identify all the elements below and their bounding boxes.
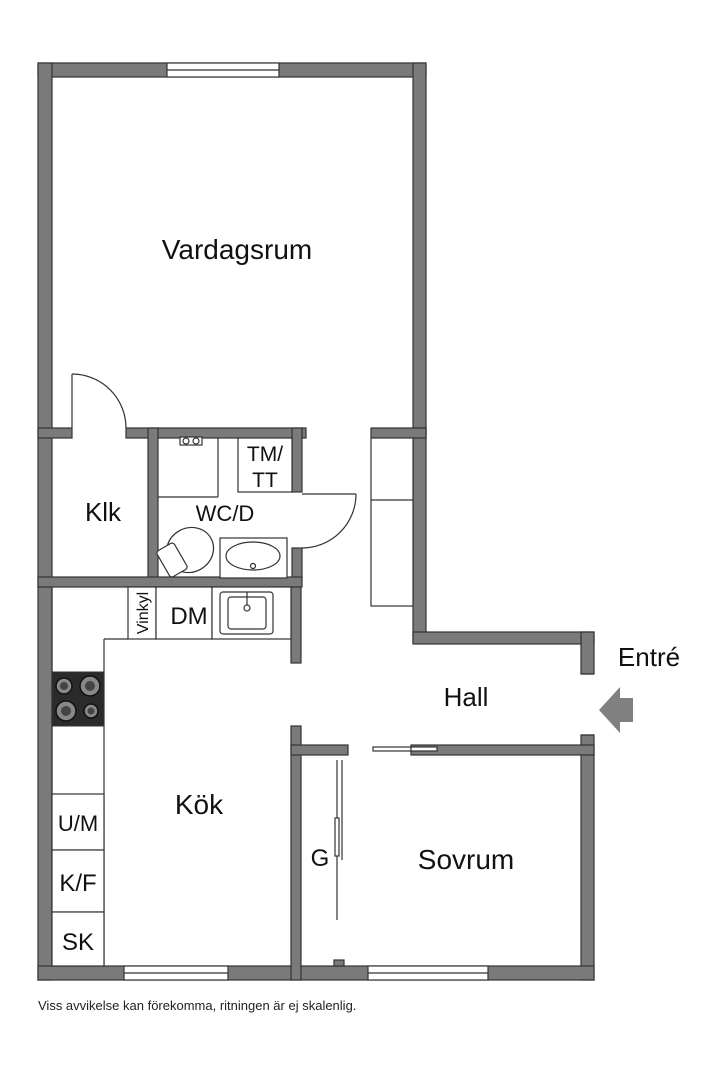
label-sk: SK [62, 929, 94, 956]
label-dm: DM [170, 603, 207, 630]
entrance-arrow-icon [599, 687, 633, 733]
walls [37, 62, 595, 981]
wc-fixtures [156, 436, 293, 579]
doors [71, 373, 594, 967]
label-sovrum: Sovrum [418, 844, 514, 875]
label-tmtt-1: TM/ [247, 443, 283, 466]
toilet-icon [156, 526, 215, 578]
label-kok: Kök [175, 789, 224, 820]
label-g: G [311, 845, 330, 872]
disclaimer-text: Viss avvikelse kan förekomma, ritningen … [38, 998, 357, 1013]
basin-icon [219, 537, 288, 579]
label-um: U/M [58, 811, 98, 836]
label-kf: K/F [59, 870, 96, 897]
living-room-closet [370, 437, 414, 607]
label-entre: Entré [618, 642, 680, 672]
room-labels: Vardagsrum Klk WC/D TM/ TT Vinkyl DM Hal… [58, 234, 680, 956]
stove-icon [51, 671, 105, 727]
label-hall: Hall [444, 682, 489, 712]
label-klk: Klk [85, 497, 122, 527]
label-vardagsrum: Vardagsrum [162, 234, 312, 265]
label-wcd: WC/D [196, 501, 255, 526]
kitchen-fixtures [51, 586, 292, 967]
label-vinkyl: Vinkyl [135, 592, 152, 634]
label-tmtt-2: TT [252, 469, 278, 492]
kitchen-sink-icon [219, 591, 274, 635]
windows [123, 62, 489, 981]
